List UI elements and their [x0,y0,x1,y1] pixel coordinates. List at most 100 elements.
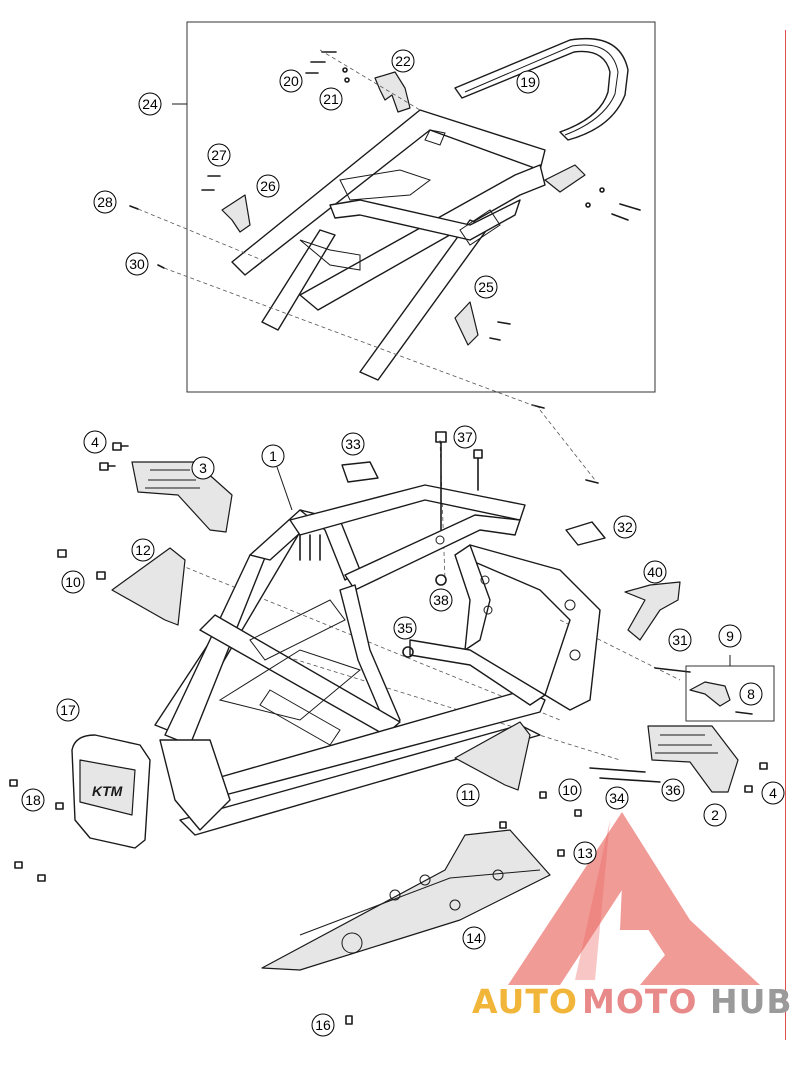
svg-text:14: 14 [466,930,482,946]
svg-text:17: 17 [60,702,76,718]
svg-text:21: 21 [323,91,339,107]
callout-16: 16 [311,1013,335,1037]
svg-text:18: 18 [25,792,41,808]
callout-33: 33 [341,432,365,456]
svg-text:22: 22 [395,53,411,69]
callout-32: 32 [613,515,637,539]
callout-8: 8 [739,682,763,706]
clip-8 [689,681,731,707]
bolt-31 [654,667,691,673]
svg-text:4: 4 [769,785,777,801]
svg-text:34: 34 [609,790,625,806]
rear-subframe [231,109,546,381]
bracket-40 [624,581,681,641]
svg-text:3: 3 [199,460,207,476]
bracket-26 [221,194,251,233]
callout-18: 18 [21,788,45,812]
svg-text:4: 4 [91,434,99,450]
callout-34: 34 [605,786,629,810]
watermark-text: AUTO MOTO HUB [472,982,793,1021]
svg-text:2: 2 [711,807,719,823]
svg-text:20: 20 [283,73,299,89]
watermark-logo [508,812,760,985]
svg-text:10: 10 [562,782,578,798]
callout-9: 9 [718,624,742,648]
callout-14: 14 [462,926,486,950]
svg-text:30: 30 [129,256,145,272]
callout-40: 40 [643,560,667,584]
mount-plate-11 [454,721,531,791]
callout-11: 11 [456,783,480,807]
svg-text:19: 19 [520,74,536,90]
svg-text:35: 35 [397,620,413,636]
callout-25: 25 [474,275,498,299]
callout-37: 37 [453,425,477,449]
svg-text:16: 16 [315,1017,331,1033]
callout-19: 19 [516,70,540,94]
callout-12: 12 [131,538,155,562]
frame-badge: KTM [92,783,123,799]
mount-plate-12 [111,547,186,626]
fasteners-misc [9,442,768,1025]
subframe-group-box [186,21,656,393]
callout-24: 24 [138,92,162,116]
callout-17: 17 [56,698,80,722]
callout-27: 27 [207,143,231,167]
svg-text:13: 13 [577,845,593,861]
callout-30: 30 [125,252,149,276]
sheet-32 [565,521,606,546]
callout-22: 22 [391,49,415,73]
callout-21: 21 [319,87,343,111]
skid-plate [261,829,551,971]
footrest-right [647,725,739,793]
svg-text:27: 27 [211,147,227,163]
svg-text:32: 32 [617,519,633,535]
svg-text:12: 12 [135,542,151,558]
callouts: 1 2 3 4 4 8 9 10 10 11 12 13 14 16 17 18… [21,49,785,1037]
svg-text:8: 8 [747,686,755,702]
bolts-center [402,431,483,658]
bolts-subframe [129,51,641,484]
watermark-auto: AUTO [472,982,578,1021]
grab-handle [454,37,629,141]
callout-31: 31 [668,628,692,652]
sheet-33 [341,461,379,483]
svg-text:28: 28 [97,194,113,210]
main-frame [154,484,601,836]
svg-text:31: 31 [672,632,688,648]
svg-text:10: 10 [65,574,81,590]
callout-10-right: 10 [558,778,582,802]
callout-26: 26 [256,174,280,198]
callout-4-left: 4 [83,430,107,454]
bracket-right [544,164,586,193]
svg-text:40: 40 [647,564,663,580]
front-bumper: KTM [71,734,151,849]
callout-20: 20 [279,69,303,93]
svg-text:9: 9 [726,628,734,644]
callout-10-left: 10 [61,570,85,594]
callout-3: 3 [191,456,215,480]
svg-text:38: 38 [433,592,449,608]
callout-13: 13 [573,841,597,865]
svg-text:11: 11 [461,787,476,803]
svg-text:37: 37 [457,429,473,445]
footrest-left [131,461,233,533]
watermark-moto: MOTO [582,982,697,1021]
svg-text:24: 24 [142,96,158,112]
svg-text:1: 1 [269,448,277,464]
callout-38: 38 [429,588,453,612]
bracket-25 [454,301,479,346]
svg-text:33: 33 [345,436,361,452]
page-edge-rule [785,30,786,1040]
watermark-hub: HUB [710,982,793,1021]
callout-28: 28 [93,190,117,214]
callout-1: 1 [261,444,293,511]
bracket-22 [374,71,411,113]
long-bolts [589,767,661,783]
svg-text:26: 26 [260,178,276,194]
svg-text:25: 25 [478,279,494,295]
callout-4-right: 4 [761,781,785,805]
callout-36: 36 [661,778,685,802]
callout-35: 35 [393,616,417,640]
